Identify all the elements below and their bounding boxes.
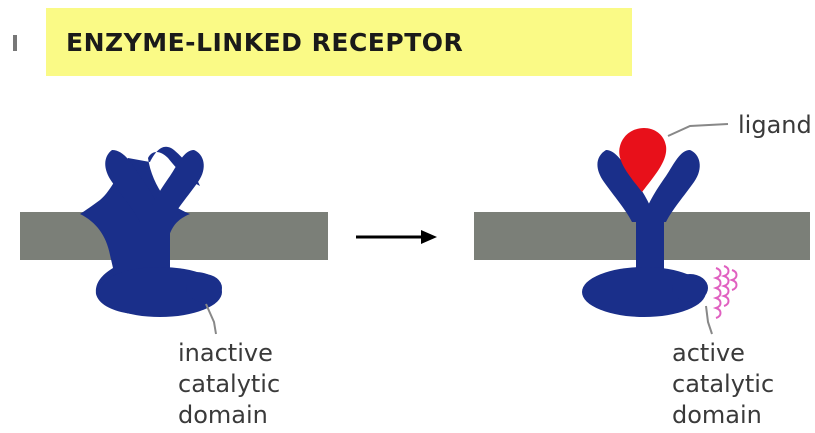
- active-label-line-3: domain: [672, 401, 762, 429]
- inactive-label-line-2: catalytic: [178, 370, 281, 398]
- pointer-line-ligand: [667, 123, 729, 137]
- receptor-inactive: [80, 146, 222, 317]
- pointer-line-active: [705, 305, 713, 335]
- receptor-active: [582, 150, 708, 317]
- page-title: ENZYME-LINKED RECEPTOR: [66, 27, 464, 57]
- inactive-label-line-3: domain: [178, 401, 268, 429]
- title-banner: ENZYME-LINKED RECEPTOR: [46, 8, 632, 76]
- ligand-label: ligand: [738, 111, 812, 139]
- left-edge-mark: [13, 35, 17, 51]
- pointer-line-inactive: [205, 303, 217, 335]
- active-label-line-1: active: [672, 339, 745, 367]
- activity-marks: [712, 265, 738, 319]
- inactive-domain-label: inactive catalytic domain: [178, 338, 280, 431]
- right-arrow-icon: [356, 230, 437, 244]
- ligand-shape: [619, 128, 667, 192]
- inactive-label-line-1: inactive: [178, 339, 273, 367]
- active-domain-label: active catalytic domain: [672, 338, 774, 431]
- active-label-line-2: catalytic: [672, 370, 775, 398]
